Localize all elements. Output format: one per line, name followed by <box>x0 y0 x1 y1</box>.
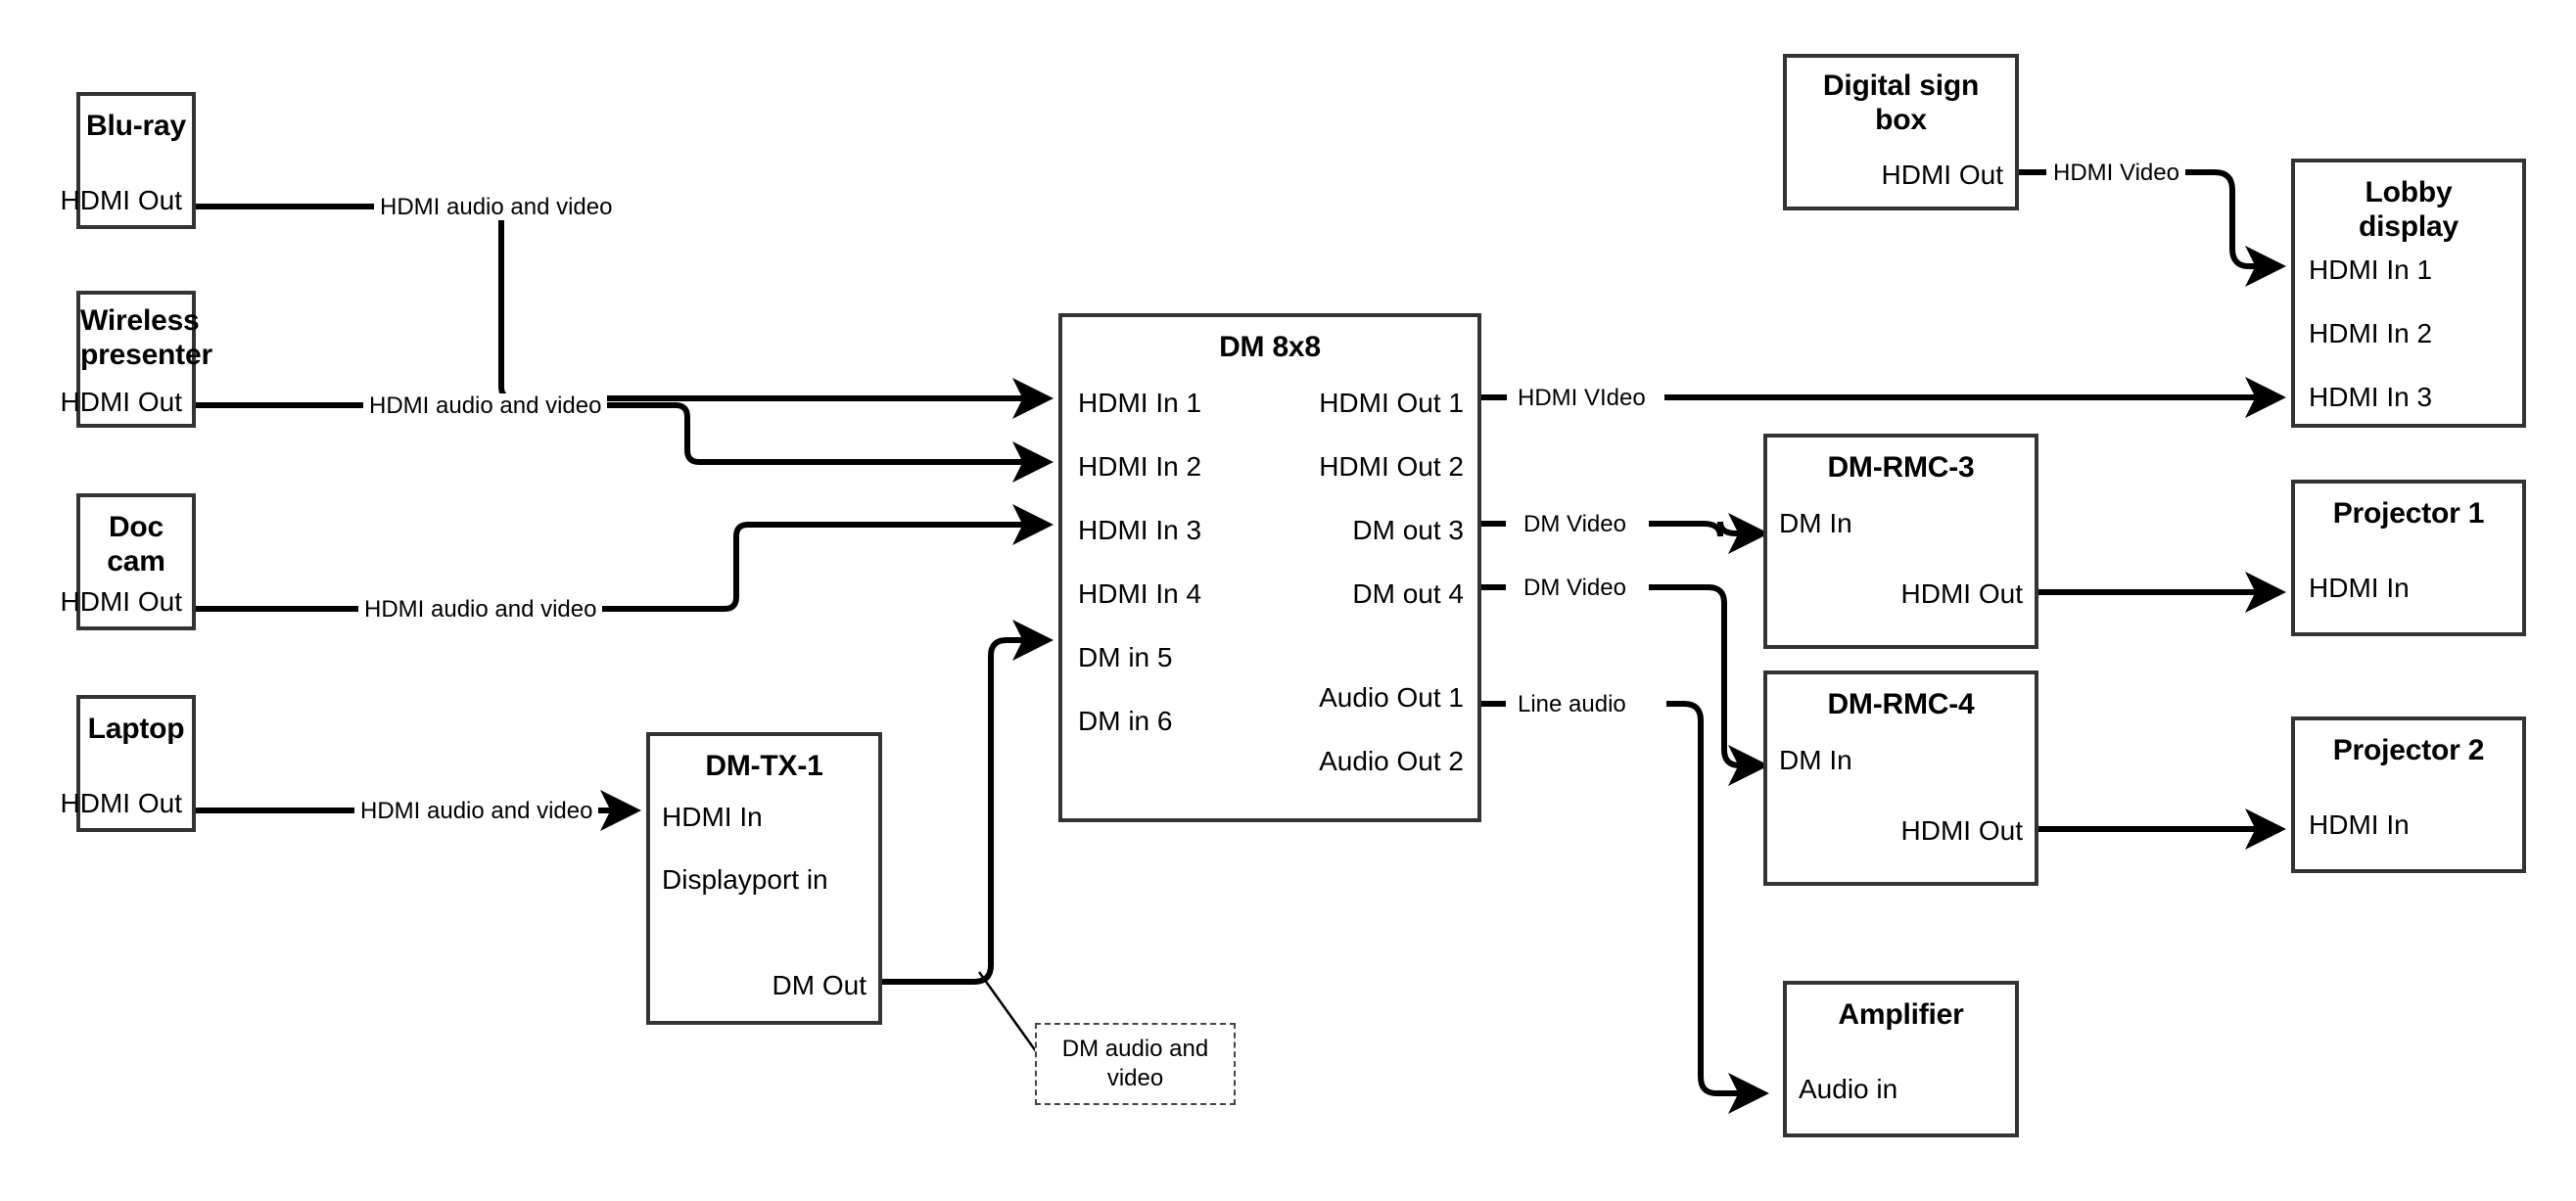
node-rmc3-port-dm-in: DM In <box>1779 508 1852 538</box>
node-projector1-title: Projector 1 <box>2332 497 2485 530</box>
wire-wireless-to-dm8x8-in2 <box>196 402 1054 483</box>
node-lobby-display[interactable]: Lobby display HDMI In 1 HDMI In 2 HDMI I… <box>2291 159 2526 428</box>
node-dm8x8-port-hdmi-in-4: HDMI In 4 <box>1078 578 1202 609</box>
node-wireless-presenter[interactable]: Wireless presenter HDMI Out <box>61 291 212 428</box>
node-dm8x8-port-hdmi-out-1: HDMI Out 1 <box>1319 388 1464 418</box>
node-dm8x8-title: DM 8x8 <box>1219 331 1321 363</box>
node-lobby-port-hdmi-in-1: HDMI In 1 <box>2309 254 2433 285</box>
wire-dm8x8-audioout1-to-amp <box>1481 701 1762 1093</box>
node-laptop-port-hdmi-out: HDMI Out <box>60 788 182 818</box>
wire-label-wireless: HDMI audio and video <box>363 393 608 420</box>
node-doccam-title: Doc cam <box>107 511 165 577</box>
node-rmc3-title: DM-RMC-3 <box>1827 451 1975 484</box>
node-dm-tx-1[interactable]: DM-TX-1 HDMI In Displayport in DM Out <box>646 732 882 1025</box>
node-dm8x8-port-audio-out-2: Audio Out 2 <box>1319 746 1464 776</box>
node-wireless-title-line2: presenter <box>80 338 212 371</box>
node-dmtx1-port-dm-out: DM Out <box>772 970 866 1000</box>
node-doccam-port-hdmi-out: HDMI Out <box>60 586 182 617</box>
node-sign-port-hdmi-out: HDMI Out <box>1881 160 2003 190</box>
node-projector2-title: Projector 2 <box>2332 734 2485 766</box>
wire-bluray-to-dm8x8-in1 <box>196 204 1054 419</box>
node-dm8x8-port-audio-out-1: Audio Out 1 <box>1319 682 1464 713</box>
node-laptop[interactable]: Laptop HDMI Out <box>61 695 196 832</box>
node-bluray-port-hdmi-out: HDMI Out <box>60 185 182 215</box>
node-dmtx1-port-displayport-in: Displayport in <box>662 864 828 895</box>
node-dm-8x8[interactable]: DM 8x8 HDMI In 1 HDMI In 2 HDMI In 3 HDM… <box>1058 313 1481 822</box>
node-dm8x8-port-hdmi-in-1: HDMI In 1 <box>1078 388 1202 418</box>
node-doc-cam[interactable]: Doc cam HDMI Out <box>61 493 196 630</box>
node-bluray[interactable]: Blu-ray HDMI Out <box>61 92 196 229</box>
node-sign-title-line2: box <box>1875 103 1927 136</box>
node-amplifier[interactable]: Amplifier Audio in <box>1783 981 2019 1137</box>
node-wireless-title-line1: Wireless <box>80 304 200 337</box>
node-dm8x8-port-hdmi-in-2: HDMI In 2 <box>1078 451 1202 482</box>
node-digital-sign-box[interactable]: Digital sign box HDMI Out <box>1783 54 2019 210</box>
node-dmtx1-port-hdmi-in: HDMI In <box>662 802 763 832</box>
wire-sign-to-lobby-in1 <box>2019 169 2279 266</box>
node-dm8x8-port-dm-in-6: DM in 6 <box>1078 706 1173 736</box>
node-dm8x8-port-dm-out-4: DM out 4 <box>1352 578 1464 609</box>
wire-dmtx1-to-dm8x8-in5 <box>882 620 1054 985</box>
node-lobby-port-hdmi-in-3: HDMI In 3 <box>2309 382 2433 412</box>
node-lobby-title-line2: display <box>2359 209 2459 243</box>
node-lobby-title-line1: Lobby <box>2365 176 2453 208</box>
node-projector2-port-hdmi-in: HDMI In <box>2309 809 2410 840</box>
node-projector-2[interactable]: Projector 2 HDMI In <box>2291 716 2526 873</box>
callout-dm-audio-video: DM audio and video <box>1035 1023 1236 1105</box>
node-laptop-title: Laptop <box>87 713 185 745</box>
node-rmc4-port-dm-in: DM In <box>1779 745 1852 775</box>
node-dm8x8-port-hdmi-out-2: HDMI Out 2 <box>1319 451 1464 482</box>
node-wireless-port-hdmi-out: HDMI Out <box>60 387 182 417</box>
node-dm-rmc-3[interactable]: DM-RMC-3 DM In HDMI Out <box>1763 434 2038 649</box>
node-dm8x8-port-dm-out-3: DM out 3 <box>1352 515 1464 545</box>
wire-label-dmout3-video: DM Video <box>1518 511 1632 538</box>
node-rmc4-port-hdmi-out: HDMI Out <box>1900 815 2023 846</box>
wire-label-laptop: HDMI audio and video <box>354 798 599 825</box>
node-rmc3-port-hdmi-out: HDMI Out <box>1900 578 2023 609</box>
node-rmc4-title: DM-RMC-4 <box>1827 688 1975 720</box>
node-dm-rmc-4[interactable]: DM-RMC-4 DM In HDMI Out <box>1763 670 2038 886</box>
node-lobby-port-hdmi-in-2: HDMI In 2 <box>2309 318 2433 348</box>
node-dm8x8-port-hdmi-in-3: HDMI In 3 <box>1078 515 1202 545</box>
node-dmtx1-title: DM-TX-1 <box>705 750 823 782</box>
wire-label-audioout1-line: Line audio <box>1512 691 1632 718</box>
wire-label-dmout4-video: DM Video <box>1518 575 1632 602</box>
wire-dm8x8-out4-to-rmc4 <box>1481 584 1762 765</box>
node-dm8x8-port-dm-in-5: DM in 5 <box>1078 642 1173 672</box>
wire-doccam-to-dm8x8-in3 <box>196 504 1054 612</box>
wire-label-hdmiout1-video: HDMI VIdeo <box>1512 385 1652 412</box>
node-projector1-port-hdmi-in: HDMI In <box>2309 573 2410 603</box>
node-sign-title-line1: Digital sign <box>1822 69 1980 102</box>
wire-label-doccam: HDMI audio and video <box>358 596 603 624</box>
node-bluray-title: Blu-ray <box>86 110 186 142</box>
node-amplifier-title: Amplifier <box>1838 998 1964 1031</box>
node-amplifier-port-audio-in: Audio in <box>1799 1074 1898 1104</box>
node-projector-1[interactable]: Projector 1 HDMI In <box>2291 480 2526 636</box>
wire-label-sign-hdmi-video: HDMI Video <box>2047 160 2185 187</box>
wire-label-bluray: HDMI audio and video <box>374 194 619 221</box>
